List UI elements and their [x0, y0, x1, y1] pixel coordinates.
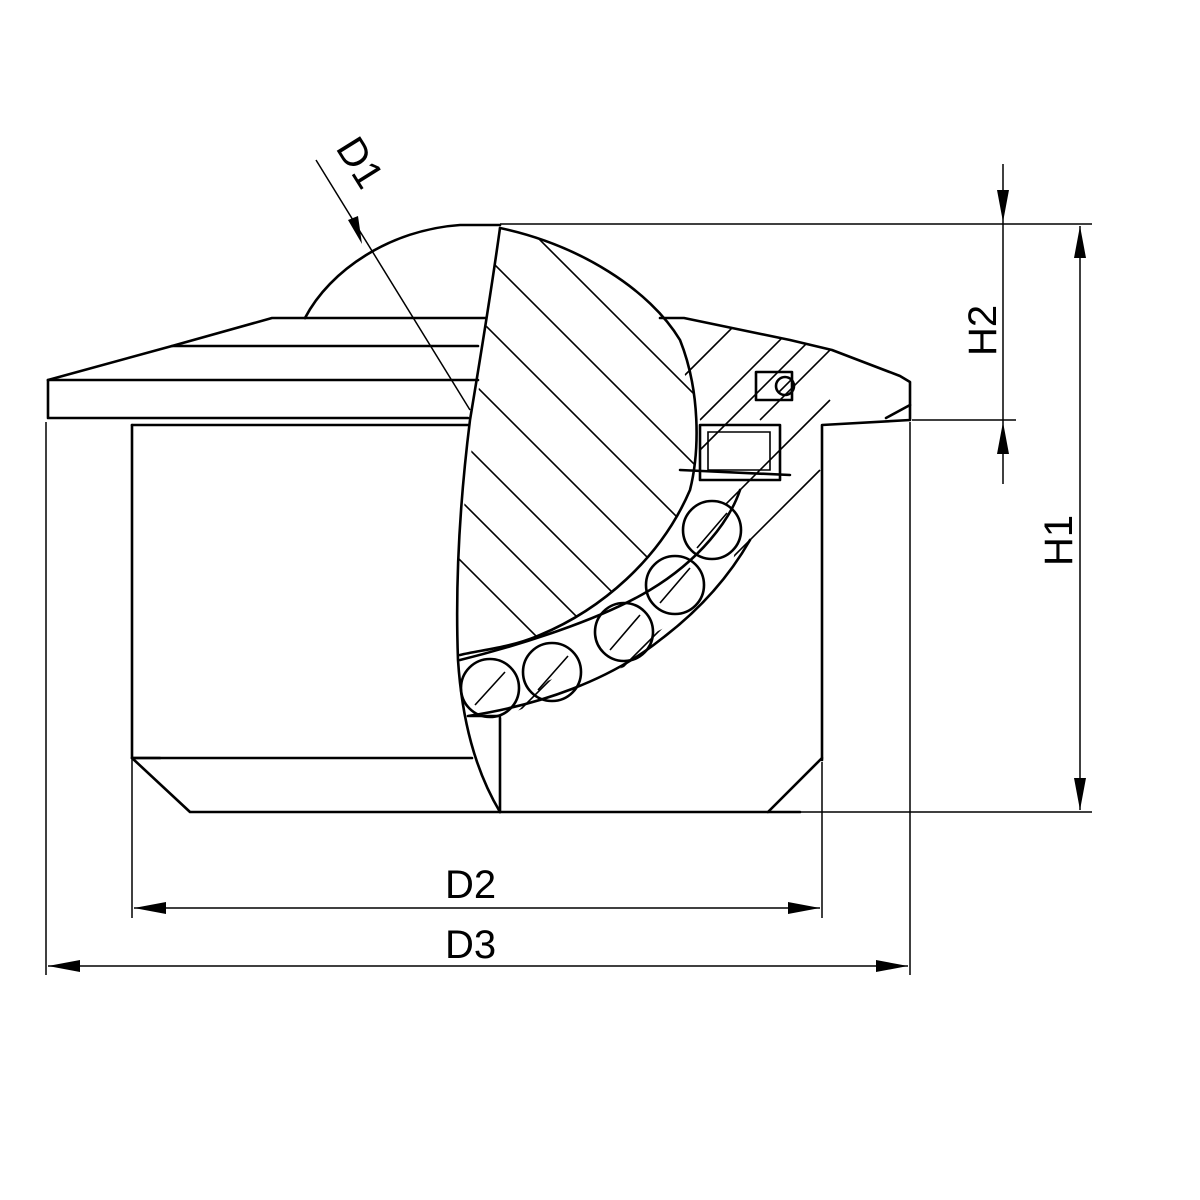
d3-label: D3: [445, 923, 496, 967]
d3-dimension: D3: [45, 422, 911, 975]
d2-label: D2: [445, 863, 496, 907]
d1-dimension: D1: [315, 129, 471, 411]
d1-label: D1: [327, 129, 391, 196]
h2-dimension: H2: [961, 164, 1009, 484]
ball-section-hatch: [457, 228, 697, 655]
housing-section-hatch: [500, 318, 910, 812]
ball-outline: [303, 223, 698, 814]
h1-label: H1: [1037, 515, 1081, 566]
housing-outline: [46, 316, 912, 814]
h1-dimension: H1: [1037, 226, 1086, 810]
retaining-ring: [678, 370, 796, 482]
support-balls: [458, 488, 752, 719]
h2-label: H2: [961, 305, 1005, 356]
d2-dimension: D2: [131, 425, 823, 918]
height-extension-lines: [500, 223, 1092, 813]
